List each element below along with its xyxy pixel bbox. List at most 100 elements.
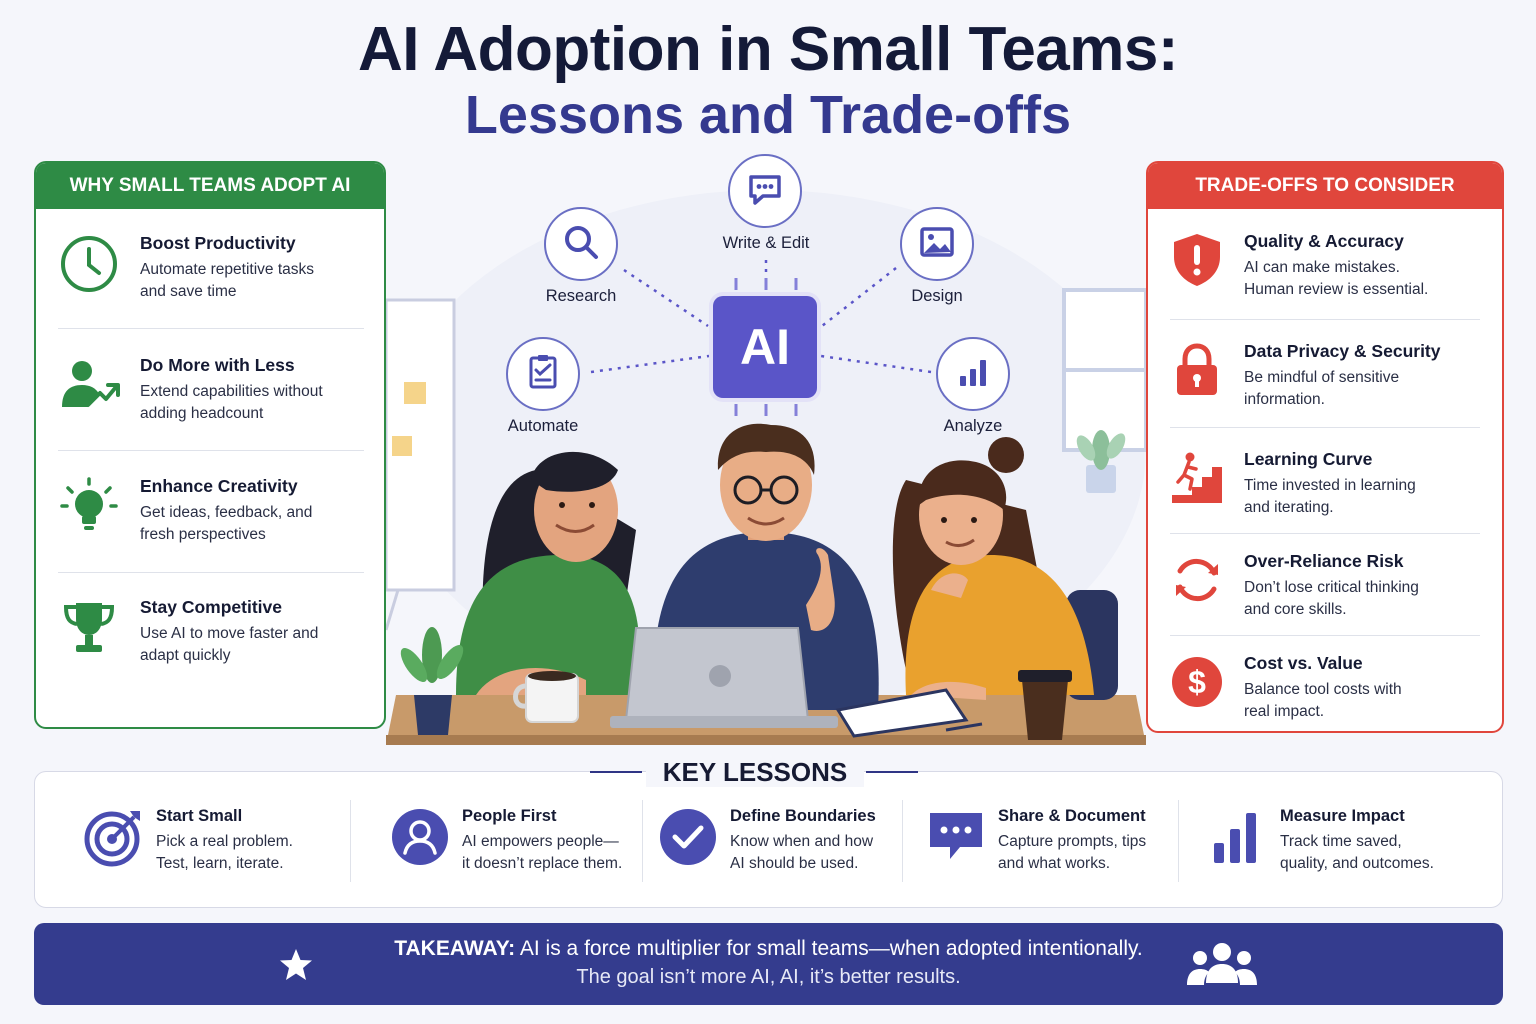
tradeoff-item-learning: Learning Curve Time invested in learning… [1168, 449, 1488, 519]
why-item-desc: Use AI to move faster and [140, 625, 319, 642]
why-item-productivity: Boost Productivity Automate repetitive t… [58, 233, 364, 303]
chat-icon [745, 169, 785, 214]
tradeoff-item-title: Learning Curve [1244, 449, 1373, 469]
user-icon [390, 807, 450, 867]
capability-label: Design [911, 287, 963, 305]
why-item-title: Stay Competitive [140, 597, 282, 617]
capability-label: Research [545, 287, 617, 305]
divider [1170, 427, 1480, 428]
message-dots-icon [926, 807, 986, 867]
page-title: AI Adoption in Small Teams: [357, 15, 1179, 84]
tradeoff-item-title: Quality & Accuracy [1244, 231, 1404, 251]
tradeoff-item-desc: AI can make mistakes. [1244, 259, 1400, 276]
lesson-title: People First [462, 807, 557, 825]
lesson-define-boundaries: Define Boundaries Know when and how AI s… [658, 807, 876, 875]
takeaway-label: TAKEAWAY: [394, 937, 516, 960]
divider [1170, 319, 1480, 320]
why-adopt-panel: WHY SMALL TEAMS ADOPT AI Boost Productiv… [34, 161, 386, 729]
why-item-title: Do More with Less [140, 355, 295, 375]
svg-text:$: $ [1188, 664, 1206, 700]
divider [590, 771, 642, 773]
why-item-desc: Automate repetitive tasks [140, 261, 315, 278]
ai-chip: AI [713, 296, 817, 398]
tradeoff-item-desc: and iterating. [1244, 499, 1334, 516]
tradeoff-item-desc: Time invested in learning [1244, 477, 1416, 494]
why-item-desc: and save time [140, 283, 237, 300]
takeaway-text: AI is a force multiplier for small teams… [519, 937, 1143, 960]
why-item-desc: adapt quickly [140, 647, 231, 664]
bar-chart-icon [1208, 807, 1268, 867]
divider [1170, 533, 1480, 534]
capability-research [544, 207, 618, 281]
divider [866, 771, 918, 773]
team-icon [1186, 939, 1258, 994]
takeaway-line-2: The goal isn’t more AI, AI, it’s better … [576, 966, 961, 988]
search-icon [561, 222, 601, 267]
why-item-desc: Extend capabilities without [140, 383, 323, 400]
divider [58, 450, 364, 451]
lesson-desc: Track time saved, [1280, 833, 1402, 850]
bar-chart-icon [953, 352, 993, 397]
tradeoff-item-desc: real impact. [1244, 703, 1325, 720]
tradeoffs-panel: TRADE-OFFS TO CONSIDER Quality & Accurac… [1146, 161, 1504, 733]
why-item-desc: Get ideas, feedback, and [140, 504, 313, 521]
why-item-title: Enhance Creativity [140, 476, 298, 496]
divider [642, 800, 643, 882]
capability-label: Write & Edit [722, 234, 810, 252]
takeaway-line-1: TAKEAWAY: AI is a force multiplier for s… [34, 937, 1503, 961]
page-subtitle: Lessons and Trade-offs [464, 85, 1072, 145]
key-lessons-heading: KEY LESSONS [646, 757, 864, 787]
lesson-title: Define Boundaries [730, 807, 876, 825]
lesson-desc: AI empowers people— [462, 833, 619, 850]
lesson-desc: AI should be used. [730, 855, 859, 872]
lesson-people-first: People First AI empowers people— it does… [390, 807, 622, 875]
team-scene-illustration [386, 190, 1146, 745]
star-icon [278, 947, 314, 988]
lesson-desc: Pick a real problem. [156, 833, 293, 850]
divider [1170, 635, 1480, 636]
tradeoff-item-desc: and core skills. [1244, 601, 1347, 618]
lesson-title: Measure Impact [1280, 807, 1405, 825]
tradeoff-item-desc: Balance tool costs with [1244, 681, 1402, 698]
takeaway-banner: TAKEAWAY: AI is a force multiplier for s… [34, 923, 1503, 1005]
why-item-desc: fresh perspectives [140, 526, 266, 543]
checklist-icon [523, 352, 563, 397]
lesson-desc: Test, learn, iterate. [156, 855, 284, 872]
capability-write-edit [728, 154, 802, 228]
capability-label: Analyze [943, 417, 1003, 435]
tradeoff-item-cost: $ Cost vs. Value Balance tool costs with… [1168, 653, 1488, 723]
divider [350, 800, 351, 882]
image-icon [917, 222, 957, 267]
target-icon [84, 807, 144, 867]
dollar-icon: $ [1168, 653, 1226, 711]
lightbulb-icon [58, 476, 120, 538]
clock-icon [58, 233, 120, 295]
capability-analyze [936, 337, 1010, 411]
why-item-creativity: Enhance Creativity Get ideas, feedback, … [58, 476, 364, 546]
lesson-start-small: Start Small Pick a real problem. Test, l… [84, 807, 293, 875]
lesson-desc: and what works. [998, 855, 1110, 872]
refresh-icon [1168, 551, 1226, 609]
stairs-climber-icon [1168, 449, 1226, 507]
tradeoff-item-desc: Human review is essential. [1244, 281, 1429, 298]
tradeoff-item-reliance: Over-Reliance Risk Don’t lose critical t… [1168, 551, 1488, 621]
capability-design [900, 207, 974, 281]
lesson-desc: Know when and how [730, 833, 874, 850]
divider [58, 572, 364, 573]
lesson-title: Start Small [156, 807, 243, 825]
divider [1178, 800, 1179, 882]
lesson-share-document: Share & Document Capture prompts, tips a… [926, 807, 1146, 875]
tradeoff-item-desc: Don’t lose critical thinking [1244, 579, 1419, 596]
why-item-do-more: Do More with Less Extend capabilities wi… [58, 355, 364, 425]
tradeoff-item-privacy: Data Privacy & Security Be mindful of se… [1168, 341, 1488, 411]
shield-alert-icon [1168, 231, 1226, 289]
tradeoffs-heading: TRADE-OFFS TO CONSIDER [1148, 163, 1502, 209]
lock-icon [1168, 341, 1226, 399]
trophy-icon [58, 597, 120, 659]
capability-automate [506, 337, 580, 411]
lesson-desc: Capture prompts, tips [998, 833, 1147, 850]
person-growth-icon [58, 355, 120, 417]
lesson-measure-impact: Measure Impact Track time saved, quality… [1208, 807, 1434, 875]
lesson-title: Share & Document [998, 807, 1146, 825]
why-adopt-heading: WHY SMALL TEAMS ADOPT AI [36, 163, 384, 209]
